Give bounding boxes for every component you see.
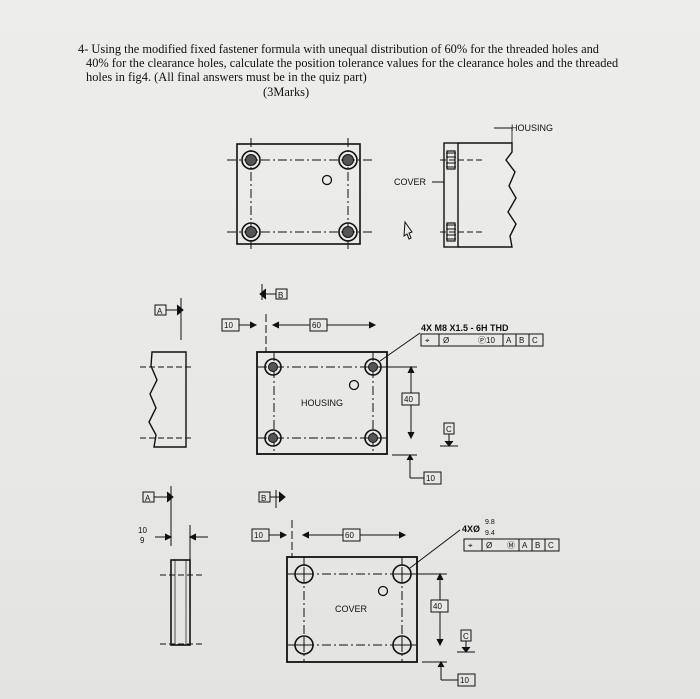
assembly-housing-label: HOUSING	[511, 123, 553, 133]
housing-datum-c	[440, 422, 458, 447]
assembly-bolt-br	[338, 222, 358, 242]
cover-fcf-ref-a: A	[522, 541, 528, 550]
housing-fcf	[420, 333, 544, 347]
cover-clearance-hole-bl	[294, 635, 314, 655]
cover-datum-c	[457, 629, 475, 653]
assembly-bolt-tr	[338, 150, 358, 170]
cover-clearance-hole-tl	[294, 564, 314, 584]
housing-fcf-projected: Ⓟ10	[478, 336, 495, 345]
housing-plate-label: HOUSING	[301, 398, 343, 408]
cover-hole-upper: 9.8	[485, 519, 495, 526]
assembly-cover-label: COVER	[394, 177, 427, 187]
cover-fcf-dia: Ø	[486, 541, 492, 550]
question-line-1: 4- Using the modified fixed fastener for…	[78, 42, 599, 56]
cover-datum-a-label: A	[145, 494, 151, 503]
housing-side-section	[458, 142, 517, 248]
cover-clearance-hole-tr	[392, 564, 412, 584]
housing-callout-leader	[379, 332, 421, 362]
housing-datum-b	[259, 284, 288, 300]
housing-thread-hole-br	[364, 429, 382, 447]
cover-clearance-hole-br	[392, 635, 412, 655]
assembly-pin-hole	[321, 174, 333, 186]
cover-hole-callout: 4XØ	[462, 524, 480, 534]
cover-dim-left: 10	[254, 531, 263, 540]
assembly-top-view	[227, 138, 372, 250]
housing-fcf-position-icon: ⌖	[425, 336, 430, 345]
cover-datum-b-label: B	[261, 494, 266, 503]
housing-dim-width-box	[309, 318, 328, 332]
cover-fcf-position-icon: ⌖	[468, 541, 473, 550]
cover-side-section	[443, 142, 459, 248]
housing-thread-hole-bl	[264, 429, 282, 447]
cover-dim-width-box	[342, 528, 361, 542]
cursor-arrow-icon	[403, 220, 413, 240]
housing-fcf-ref-c: C	[532, 336, 538, 345]
housing-datum-c-label: C	[446, 425, 452, 434]
housing-side-view	[140, 351, 192, 448]
cover-datum-a	[142, 486, 174, 546]
cover-hole-lower: 9.4	[485, 530, 495, 537]
question-line-3: holes in fig4. (All final answers must b…	[86, 70, 367, 85]
housing-fcf-ref-b: B	[519, 336, 524, 345]
cover-thickness-lower: 9	[140, 536, 145, 545]
housing-plate	[256, 351, 388, 455]
housing-fcf-dia: Ø	[443, 336, 449, 345]
housing-dim-width: 60	[312, 321, 321, 330]
housing-dim-height: 40	[404, 395, 413, 404]
cover-plate	[286, 556, 418, 663]
cover-fcf-ref-c: C	[548, 541, 554, 550]
housing-pin-hole	[348, 379, 360, 391]
marks-label: (3Marks)	[263, 84, 310, 99]
cover-datum-b	[258, 490, 286, 508]
housing-thread-hole-tl	[264, 358, 282, 376]
question-text: 4- Using the modified fixed fastener for…	[78, 42, 688, 99]
assembly-plate-outline	[236, 143, 361, 245]
housing-fcf-ref-a: A	[506, 336, 512, 345]
housing-datum-a	[154, 298, 184, 340]
housing-datum-b-label: B	[278, 291, 283, 300]
cover-side-view	[170, 559, 191, 646]
housing-dim-height-box	[401, 392, 420, 406]
cover-fcf	[463, 538, 560, 552]
housing-datum-a-label: A	[157, 307, 163, 316]
cover-datum-c-label: C	[463, 632, 469, 641]
question-line-2: 40% for the clearance holes, calculate t…	[86, 56, 619, 71]
cover-dim-width: 60	[345, 531, 354, 540]
cover-dim-bottom-box	[457, 673, 476, 687]
cover-dim-height-box	[430, 599, 449, 613]
housing-dim-bottom: 10	[426, 474, 435, 483]
cover-fcf-mmc-icon: Ⓜ	[507, 541, 515, 550]
cover-plate-label: COVER	[335, 604, 368, 614]
assembly-bolt-tl	[241, 150, 261, 170]
housing-dim-bottom-box	[423, 471, 442, 485]
cover-fcf-ref-b: B	[535, 541, 540, 550]
assembly-bolt-bl	[241, 222, 261, 242]
cover-thickness-upper: 10	[138, 526, 147, 535]
housing-thread-callout: 4X M8 X1.5 - 6H THD	[421, 323, 509, 333]
cover-dim-bottom: 10	[460, 676, 469, 685]
cover-dim-height: 40	[433, 602, 442, 611]
cover-callout-leader	[409, 529, 461, 569]
cover-pin-hole	[377, 585, 389, 597]
housing-dim-left: 10	[224, 321, 233, 330]
assembly-side-view	[403, 127, 517, 248]
